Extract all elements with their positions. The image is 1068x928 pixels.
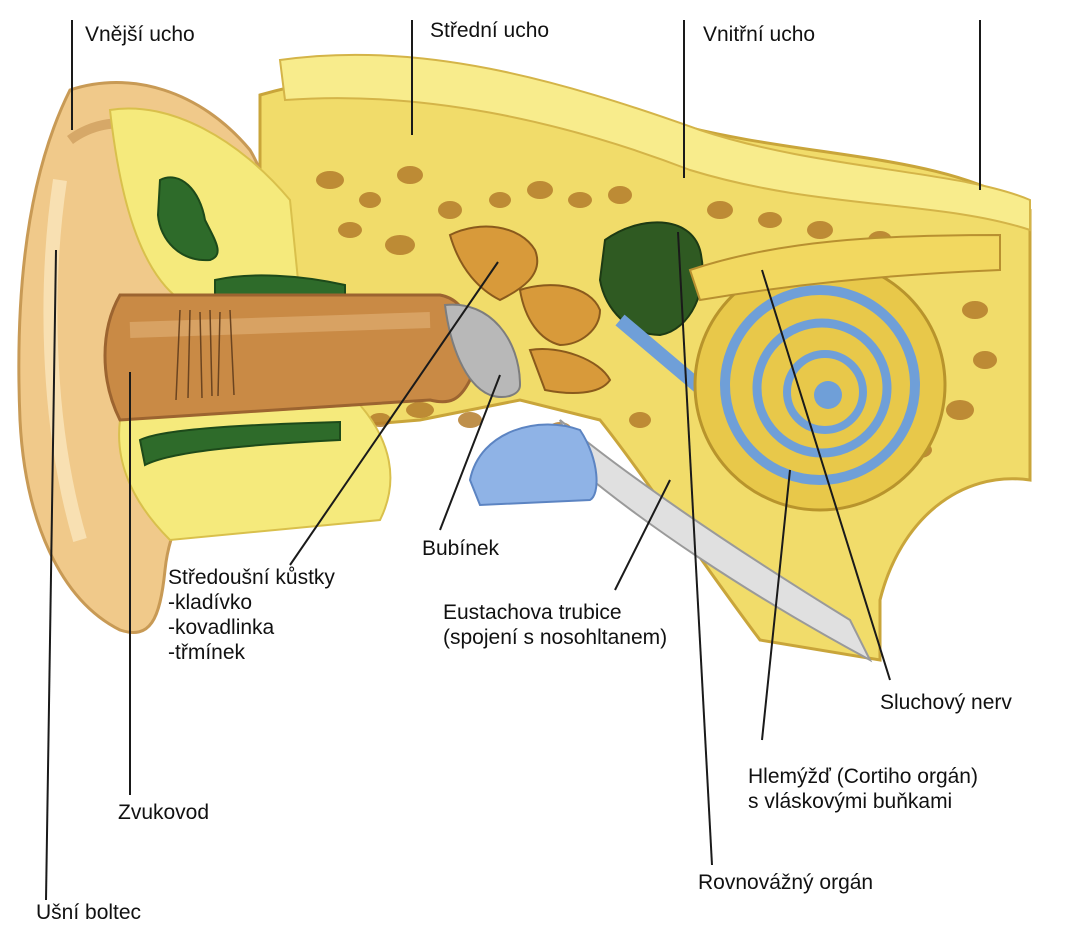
label-middle-ear: Střední ucho (430, 18, 549, 43)
eustachian-blue (470, 424, 597, 505)
label-inner-ear: Vnitřní ucho (703, 22, 815, 47)
label-auditory-nerve: Sluchový nerv (880, 690, 1012, 715)
ear-canal-highlight (130, 320, 430, 330)
label-cochlea: Hlemýžď (Cortiho orgán) s vláskovými buň… (748, 764, 978, 814)
label-balance-organ: Rovnovážný orgán (698, 870, 873, 895)
ossicles-title: Středoušní kůstky (168, 565, 335, 590)
label-ossicles: Středoušní kůstky -kladívko -kovadlinka … (168, 565, 335, 665)
ossicles-malleus: -kladívko (168, 590, 335, 615)
ossicles-incus: -kovadlinka (168, 615, 335, 640)
ossicles-stapes: -třmínek (168, 640, 335, 665)
cochlea-shape (695, 260, 945, 510)
label-ear-canal: Zvukovod (118, 800, 209, 825)
label-outer-ear: Vnější ucho (85, 22, 195, 47)
label-auricle: Ušní boltec (36, 900, 141, 925)
label-eustachian-tube: Eustachova trubice (spojení s nosohltane… (443, 600, 667, 650)
label-eardrum: Bubínek (422, 536, 499, 561)
